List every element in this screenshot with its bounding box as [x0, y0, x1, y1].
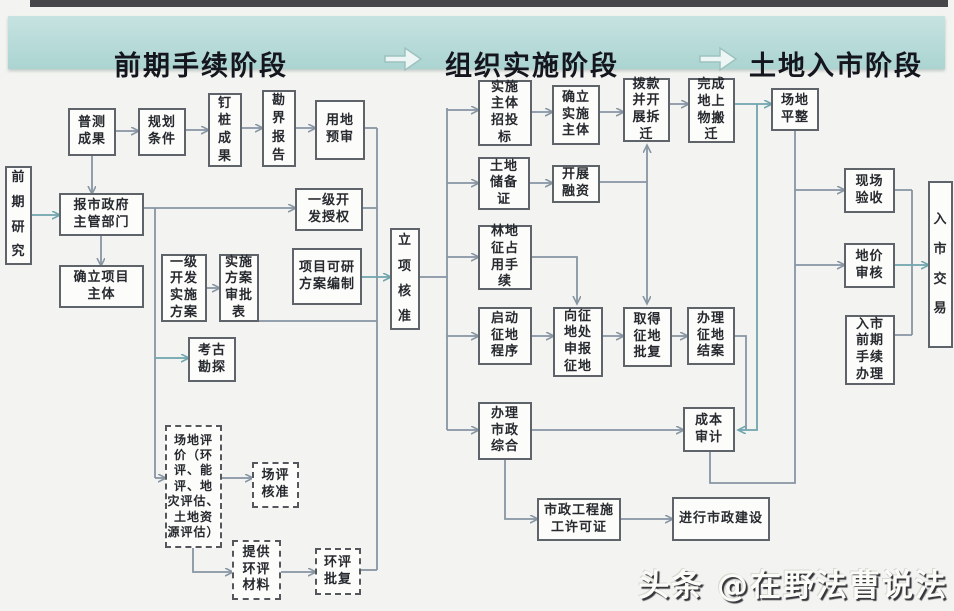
- node-tudi-chubeizheng: 土地 储备 证: [478, 157, 530, 210]
- node-dijia-shenhe: 地价 审核: [844, 243, 895, 288]
- node-changdi-pingjia: 场地评 价（环 评、能 评、地 灾评估、 土地资 源评估）: [165, 425, 222, 548]
- node-label: 钉 桩 成 果: [217, 95, 232, 164]
- node-kaogu-kantan: 考古 勘探: [188, 337, 236, 382]
- node-huanping-pifu: 环评 批复: [315, 548, 361, 595]
- node-label: 场地 平整: [780, 92, 809, 125]
- node-label: 项目可研 方案编制: [298, 259, 355, 292]
- stage-title-1: 前期手续阶段: [114, 51, 288, 82]
- node-label: 拨款 并开 展拆 迁: [632, 76, 661, 142]
- node-label: 林地 征占 用手 续: [490, 224, 519, 290]
- node-label: 完成 地上 物搬 迁: [697, 77, 726, 143]
- node-chengben-shenji: 成本 审计: [683, 407, 735, 452]
- node-banli-shizheng-zonghe: 办理 市政 综合: [478, 402, 532, 460]
- node-yiji-kaifa-shouquan: 一级开 发授权: [295, 188, 363, 231]
- node-shishi-zhuti-zhaotoubiao: 实施 主体 招投 标: [478, 80, 532, 146]
- flow-connector: [532, 256, 577, 303]
- node-label: 入 市 交 易: [933, 211, 948, 317]
- node-lixiang-hezhun: 立 项 核 准: [390, 228, 420, 330]
- node-label: 考古 勘探: [197, 342, 226, 375]
- flow-connector: [504, 460, 537, 519]
- flow-connector: [739, 104, 758, 430]
- node-yongdi-yushen: 用地 预审: [315, 100, 365, 160]
- node-tigong-huanping-cailiao: 提供 环评 材料: [232, 540, 281, 600]
- node-label: 勘 界 报 告: [271, 93, 286, 163]
- stage-arrow-icon: [699, 46, 738, 72]
- stage-header-band: 前期手续阶段 组织实施阶段 土地入市阶段: [8, 16, 945, 82]
- node-queli-xiangmu-zhuti: 确立项目 主体: [59, 265, 144, 308]
- stage-title-2: 组织实施阶段: [445, 51, 619, 82]
- node-label: 地价 审核: [855, 248, 884, 281]
- node-shishi-fangan-shenpibiao: 实施 方案 审批 表: [219, 254, 259, 322]
- node-label: 用地 预审: [325, 113, 354, 145]
- node-label: 确立项目 主体: [73, 269, 130, 302]
- node-dingzhuang-chengguo: 钉 桩 成 果: [208, 93, 242, 167]
- node-bokuan-chaiqian: 拨款 并开 展拆 迁: [623, 76, 670, 142]
- flow-connector: [709, 131, 796, 484]
- node-label: 场地评 价（环 评、能 评、地 灾评估、 土地资 源评估）: [167, 432, 220, 539]
- node-bao-shizhengfu: 报市政府 主管部门: [59, 193, 144, 236]
- node-kaizhan-rongzi: 开展 融资: [552, 165, 600, 203]
- node-label: 场评 核准: [261, 468, 290, 500]
- node-label: 现场 验收: [855, 173, 884, 206]
- stage-title-3: 土地入市阶段: [749, 51, 923, 82]
- node-label: 市政工程施 工许可证: [543, 502, 614, 535]
- stage-arrow-icon: [384, 46, 423, 72]
- node-label: 进行市政建设: [678, 510, 763, 526]
- node-changdi-pingzheng: 场地 平整: [771, 88, 819, 131]
- node-puce-chengguo: 普测 成果: [68, 108, 116, 156]
- node-rushi-jiaoyi: 入 市 交 易: [928, 181, 953, 348]
- node-guihua-tiaojian: 规划 条件: [138, 108, 186, 156]
- flow-connector: [735, 335, 747, 430]
- node-qude-zhengdi-pifu: 取得 征地 批复: [623, 307, 672, 367]
- node-label: 办理 市政 综合: [490, 406, 519, 455]
- node-label: 一级开 发授权: [307, 192, 350, 225]
- node-changping-hezhun: 场评 核准: [252, 462, 299, 508]
- node-label: 一级 开发 实施 方案: [169, 254, 198, 320]
- node-xiang-zhengdichu-shenbao: 向征 地处 申报 征地: [553, 307, 603, 377]
- node-label: 前 期 研 究: [11, 170, 26, 260]
- flow-connector: [192, 548, 232, 572]
- watermark-text: 头条 @在野法曹说法: [638, 568, 948, 604]
- node-label: 启动 征地 程序: [490, 311, 519, 360]
- node-label: 提供 环评 材料: [242, 545, 271, 594]
- node-label: 开展 融资: [561, 167, 590, 199]
- node-rushi-qianqi-shouxu: 入市 前期 手续 办理: [845, 315, 895, 385]
- node-label: 土地 储备 证: [489, 158, 518, 207]
- node-label: 环评 批复: [323, 554, 352, 587]
- node-wancheng-banqian: 完成 地上 物搬 迁: [688, 77, 735, 143]
- node-label: 规划 条件: [147, 115, 176, 147]
- top-dark-strip: [30, 0, 948, 7]
- node-label: 取得 征地 批复: [633, 312, 662, 361]
- node-label: 成本 审计: [694, 412, 723, 445]
- node-xianchang-yanshou: 现场 验收: [844, 168, 895, 213]
- node-qidong-zhengdi: 启动 征地 程序: [478, 307, 532, 365]
- node-label: 入市 前期 手续 办理: [855, 316, 884, 382]
- node-label: 实施 主体 招投 标: [490, 79, 519, 145]
- node-qianqi-yanjiu: 前 期 研 究: [5, 166, 32, 265]
- node-xiangmu-keyan: 项目可研 方案编制: [292, 248, 362, 305]
- node-queli-shishi-zhuti: 确立 实施 主体: [552, 85, 600, 145]
- node-shizheng-xukezheng: 市政工程施 工许可证: [537, 498, 621, 541]
- node-kanjie-baogao: 勘 界 报 告: [262, 90, 296, 167]
- node-label: 立 项 核 准: [397, 233, 412, 325]
- node-jinxing-shizheng-jianshe: 进行市政建设: [672, 497, 770, 541]
- node-label: 实施 方案 审批 表: [224, 254, 253, 320]
- node-label: 确立 实施 主体: [561, 90, 590, 139]
- node-label: 普测 成果: [77, 115, 106, 147]
- node-banli-zhengdi-jiean: 办理 征地 结案: [687, 307, 735, 365]
- node-label: 办理 征地 结案: [696, 311, 725, 360]
- node-yiji-kaifa-shishi-fangan: 一级 开发 实施 方案: [161, 254, 207, 322]
- node-lindi-zhengzhan: 林地 征占 用手 续: [478, 224, 532, 290]
- node-label: 向征 地处 申报 征地: [563, 308, 592, 374]
- node-label: 报市政府 主管部门: [73, 197, 130, 230]
